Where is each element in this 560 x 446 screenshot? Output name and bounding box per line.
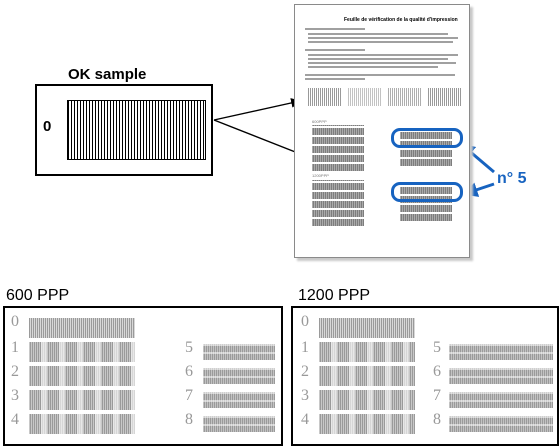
panel-1200-title: 1200 PPP [298, 287, 371, 304]
test-pattern-strip [449, 416, 553, 432]
panel-1200: 0 1 2 3 4 5 6 7 8 [291, 306, 559, 446]
ok-sample-box [35, 84, 213, 176]
test-pattern-strip [29, 390, 135, 410]
row-label: 2 [301, 363, 309, 380]
test-pattern-strip [449, 368, 553, 384]
row-label: 4 [11, 411, 19, 428]
test-pattern-strip [29, 318, 135, 338]
test-pattern-strip [203, 368, 275, 384]
ok-sample-zero-label: 0 [43, 118, 52, 135]
row-label: 1 [301, 339, 309, 356]
sheet-600-label: 600PPP [312, 119, 327, 124]
row-label: 4 [301, 411, 309, 428]
row-label: 5 [433, 339, 441, 356]
row-label: 1 [11, 339, 19, 356]
sheet-600-left-block [312, 125, 364, 171]
row-label: 7 [433, 387, 441, 404]
test-pattern-strip [29, 366, 135, 386]
callout-n5-label: n° 5 [497, 170, 527, 187]
row-label: 0 [301, 313, 309, 330]
sheet-1200-left-block [312, 180, 364, 226]
arrow-to-grid [213, 98, 301, 121]
arrow-to-600-block [213, 119, 309, 159]
test-pattern-strip [319, 414, 415, 434]
test-pattern-strip [203, 416, 275, 432]
row-label: 7 [185, 387, 193, 404]
panel-600-title: 600 PPP [6, 287, 70, 304]
row-label: 0 [11, 313, 19, 330]
highlight-oval-1200 [391, 182, 463, 202]
row-label: 3 [11, 387, 19, 404]
panel-600: 0 1 2 3 4 5 6 7 8 [3, 306, 283, 446]
row-label: 6 [433, 363, 441, 380]
check-sheet-title: Feuille de vérification de la qualité d'… [344, 17, 458, 23]
sheet-1200-right-block [400, 185, 452, 221]
test-pattern-strip [319, 366, 415, 386]
ok-sample-title: OK sample [68, 66, 147, 83]
test-pattern-strip [319, 390, 415, 410]
row-label: 5 [185, 339, 193, 356]
test-pattern-strip [203, 392, 275, 408]
test-pattern-strip [449, 344, 553, 360]
row-label: 8 [185, 411, 193, 428]
row-label: 8 [433, 411, 441, 428]
row-label: 2 [11, 363, 19, 380]
ok-sample-line-pattern [67, 100, 206, 160]
highlight-oval-600 [391, 128, 463, 148]
sheet-600-right-block [400, 130, 452, 166]
row-label: 3 [301, 387, 309, 404]
test-pattern-strip [29, 342, 135, 362]
test-pattern-strip [319, 318, 415, 338]
test-pattern-strip [29, 414, 135, 434]
row-label: 6 [185, 363, 193, 380]
sheet-1200-label: 1200PPP [312, 173, 329, 178]
test-pattern-strip [203, 344, 275, 360]
test-pattern-strip [449, 392, 553, 408]
test-pattern-strip [319, 342, 415, 362]
